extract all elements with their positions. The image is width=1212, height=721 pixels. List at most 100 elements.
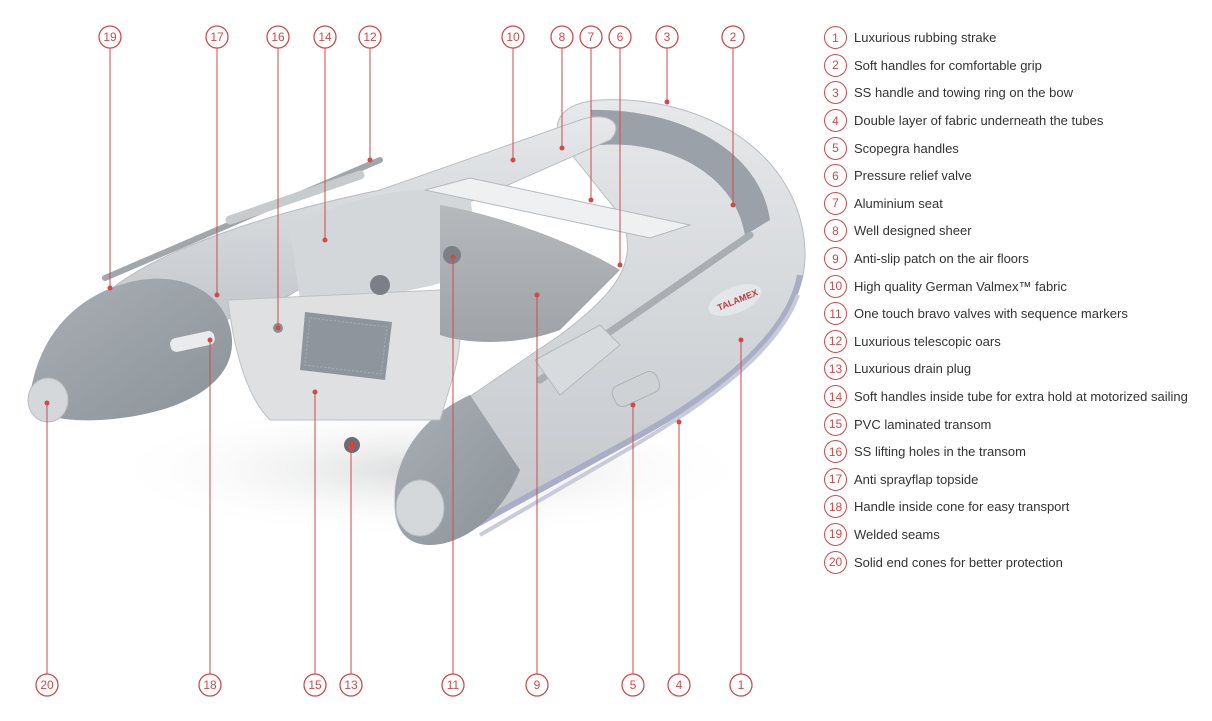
legend-label: Double layer of fabric underneath the tu… (854, 113, 1104, 129)
legend-label: Luxurious telescopic oars (854, 333, 1001, 349)
svg-text:16: 16 (271, 30, 285, 44)
svg-text:18: 18 (203, 678, 217, 692)
legend-item-11: 11 One touch bravo valves with sequence m… (824, 300, 1210, 328)
legend-item-16: 16 SS lifting holes in the transom (824, 438, 1210, 466)
legend-number: 12 (824, 329, 847, 353)
boat-illustration: TALAMEX (27, 99, 806, 545)
svg-text:8: 8 (559, 30, 566, 44)
callout-bubble-16: 16 (266, 25, 290, 49)
svg-text:7: 7 (588, 30, 595, 44)
legend-number: 17 (824, 467, 847, 491)
air-floor (440, 205, 620, 342)
svg-text:14: 14 (318, 30, 332, 44)
aluminium-seat (424, 177, 692, 239)
legend-label: SS lifting holes in the transom (854, 444, 1026, 460)
legend-number: 8 (824, 219, 847, 243)
legend-label: Solid end cones for better protection (854, 554, 1063, 570)
callout-bubble-15: 15 (303, 673, 327, 697)
svg-text:20: 20 (40, 678, 54, 692)
legend-label: Welded seams (854, 526, 940, 542)
legend-label: Luxurious rubbing strake (854, 30, 997, 46)
legend-number: 6 (824, 164, 847, 188)
callout-bubble-1: 1 (729, 673, 753, 697)
top-callout-bubbles: 19 17 16 14 12 10 8 7 6 3 2 (98, 25, 745, 49)
legend-number: 13 (824, 357, 847, 381)
legend-number: 16 (824, 440, 847, 464)
callout-bubble-11: 11 (441, 673, 465, 697)
legend-item-14: 14 Soft handles inside tube for extra hol… (824, 383, 1210, 411)
callout-bubble-2: 2 (721, 25, 745, 49)
svg-text:5: 5 (630, 678, 637, 692)
legend-item-13: 13 Luxurious drain plug (824, 355, 1210, 383)
svg-text:12: 12 (363, 30, 377, 44)
transom-patch (300, 312, 392, 380)
callout-bubble-20: 20 (35, 673, 59, 697)
legend-label: One touch bravo valves with sequence mar… (854, 306, 1128, 322)
callout-bubble-18: 18 (198, 673, 222, 697)
legend-label: Pressure relief valve (854, 168, 972, 184)
svg-text:6: 6 (617, 30, 624, 44)
callout-bubble-13: 13 (339, 673, 363, 697)
callout-bubble-8: 8 (550, 25, 574, 49)
callout-bubble-10: 10 (501, 25, 525, 49)
svg-text:11: 11 (447, 678, 460, 692)
svg-text:10: 10 (506, 30, 520, 44)
bottom-callout-bubbles: 20 18 15 13 11 9 5 4 1 (35, 673, 753, 697)
legend-item-20: 20 Solid end cones for better protection (824, 548, 1210, 576)
legend-label: PVC laminated transom (854, 416, 992, 432)
svg-text:19: 19 (103, 30, 117, 44)
legend-label: Handle inside cone for easy transport (854, 499, 1070, 515)
leader-lines (46, 48, 742, 674)
legend-label: High quality German Valmex™ fabric (854, 278, 1067, 294)
svg-text:15: 15 (308, 678, 322, 692)
legend-item-12: 12 Luxurious telescopic oars (824, 328, 1210, 356)
callout-bubble-3: 3 (655, 25, 679, 49)
svg-text:1: 1 (738, 678, 745, 692)
legend-item-1: 1 Luxurious rubbing strake (824, 24, 1210, 52)
legend-number: 2 (824, 53, 847, 77)
legend-item-2: 2 Soft handles for comfortable grip (824, 52, 1210, 80)
svg-text:17: 17 (210, 30, 224, 44)
legend-item-6: 6 Pressure relief valve (824, 162, 1210, 190)
legend-number: 20 (824, 550, 847, 574)
svg-text:9: 9 (534, 678, 541, 692)
svg-text:4: 4 (676, 678, 683, 692)
legend-item-17: 17 Anti sprayflap topside (824, 466, 1210, 494)
rubbing-strake (468, 274, 803, 531)
callout-bubble-12: 12 (358, 25, 382, 49)
legend-number: 7 (824, 191, 847, 215)
legend-number: 18 (824, 495, 847, 519)
legend-item-18: 18 Handle inside cone for easy transport (824, 493, 1210, 521)
callout-bubble-17: 17 (205, 25, 229, 49)
legend-number: 5 (824, 136, 847, 160)
callout-bubble-5: 5 (621, 673, 645, 697)
callout-bubble-7: 7 (579, 25, 603, 49)
legend-number: 14 (824, 385, 847, 409)
legend-number: 19 (824, 522, 847, 546)
callout-bubble-4: 4 (667, 673, 691, 697)
legend-item-4: 4 Double layer of fabric underneath the t… (824, 107, 1210, 135)
callout-bubble-9: 9 (525, 673, 549, 697)
legend-label: Soft handles inside tube for extra hold … (854, 389, 1188, 405)
legend-number: 1 (824, 26, 847, 50)
legend-number: 11 (824, 302, 847, 326)
legend-item-7: 7 Aluminium seat (824, 190, 1210, 218)
leader-dots (44, 99, 744, 451)
legend-label: Anti sprayflap topside (854, 471, 979, 487)
legend-label: Aluminium seat (854, 195, 943, 211)
legend-label: Anti-slip patch on the air floors (854, 251, 1029, 267)
svg-text:3: 3 (664, 30, 671, 44)
legend-item-19: 19 Welded seams (824, 521, 1210, 549)
svg-text:2: 2 (730, 30, 737, 44)
legend-label: Luxurious drain plug (854, 361, 972, 377)
callout-bubble-6: 6 (608, 25, 632, 49)
legend-number: 4 (824, 109, 847, 133)
legend-label: Soft handles for comfortable grip (854, 57, 1042, 73)
